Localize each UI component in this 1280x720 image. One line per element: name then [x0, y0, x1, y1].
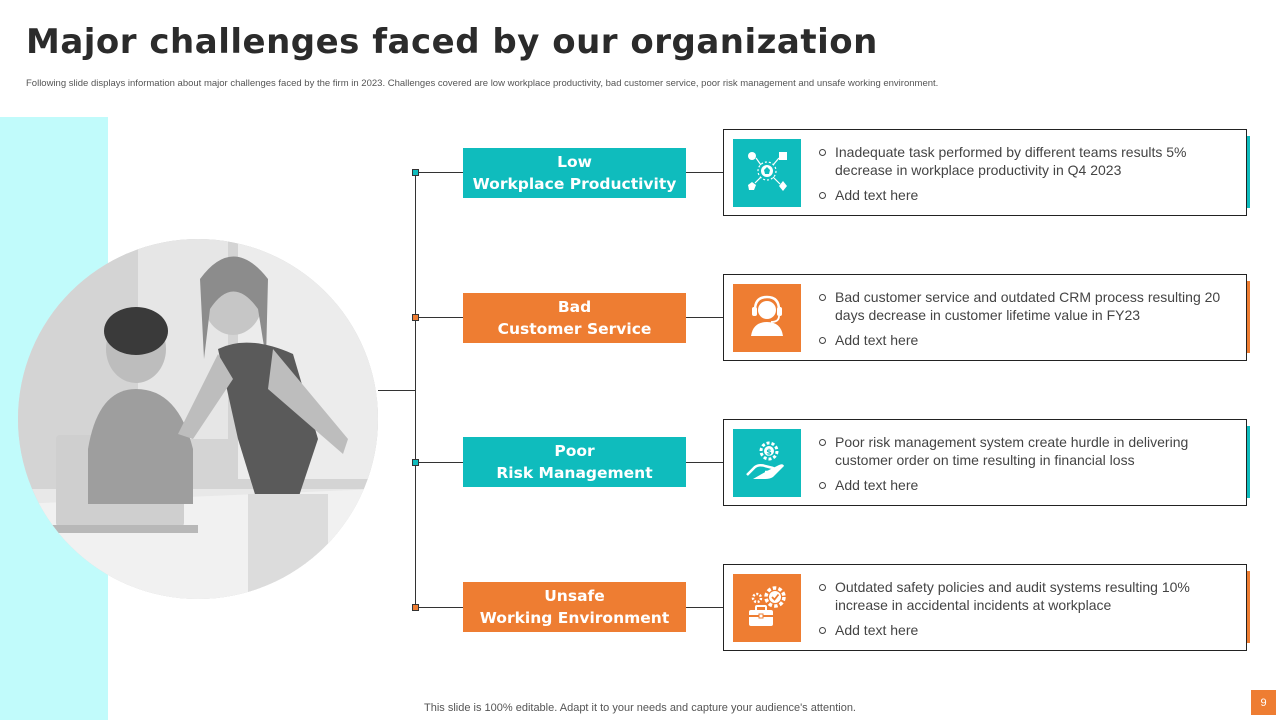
connector-line: [686, 317, 723, 318]
challenge-card: $ Poor risk management system create hur…: [723, 419, 1247, 506]
challenge-label-line1: Bad: [557, 298, 592, 316]
page-number: 9: [1251, 690, 1276, 715]
connector-line: [378, 390, 415, 391]
card-accent: [1246, 426, 1250, 498]
bullet-text: Poor risk management system create hurdl…: [819, 433, 1239, 469]
challenge-label-line1: Low: [557, 153, 592, 171]
challenge-label-customer-service: Bad Customer Service: [463, 293, 686, 343]
slide-title: Major challenges faced by our organizati…: [26, 22, 878, 62]
icon-tile: [733, 284, 801, 352]
bullet-text: Add text here: [819, 621, 1239, 639]
team-photo: [18, 239, 378, 599]
briefcase-gear-icon: [745, 584, 789, 633]
bullet-text: Add text here: [819, 476, 1239, 494]
hand-coin-gear-icon: $: [745, 439, 789, 488]
connector-line: [415, 317, 463, 318]
icon-tile: [733, 574, 801, 642]
challenge-label-line2: Risk Management: [496, 464, 653, 482]
bullet-text: Bad customer service and outdated CRM pr…: [819, 288, 1239, 324]
connector-line: [686, 462, 723, 463]
challenge-label-line2: Workplace Productivity: [472, 175, 677, 193]
bullet-text: Add text here: [819, 331, 1239, 349]
connector-node: [412, 314, 419, 321]
card-accent: [1246, 136, 1250, 208]
challenge-card: Bad customer service and outdated CRM pr…: [723, 274, 1247, 361]
connector-line: [686, 172, 723, 173]
icon-tile: [733, 139, 801, 207]
challenge-card: Inadequate task performed by different t…: [723, 129, 1247, 216]
challenge-label-productivity: Low Workplace Productivity: [463, 148, 686, 198]
challenge-label-line1: Unsafe: [544, 587, 605, 605]
challenge-label-risk-management: Poor Risk Management: [463, 437, 686, 487]
connector-line: [415, 172, 463, 173]
challenge-label-line2: Customer Service: [497, 320, 652, 338]
headset-agent-icon: [745, 294, 789, 343]
connector-line: [415, 607, 463, 608]
bullet-text: Add text here: [819, 186, 1239, 204]
challenge-label-working-environment: Unsafe Working Environment: [463, 582, 686, 632]
footer-note: This slide is 100% editable. Adapt it to…: [424, 702, 856, 714]
slide-subtitle: Following slide displays information abo…: [26, 78, 939, 89]
challenge-label-line1: Poor: [554, 442, 595, 460]
challenge-card: Outdated safety policies and audit syste…: [723, 564, 1247, 651]
card-accent: [1246, 571, 1250, 643]
connector-line: [686, 607, 723, 608]
connector-node: [412, 169, 419, 176]
connector-trunk: [415, 172, 416, 607]
icon-tile: $: [733, 429, 801, 497]
bullet-text: Inadequate task performed by different t…: [819, 143, 1239, 179]
connector-node: [412, 604, 419, 611]
svg-text:$: $: [766, 447, 772, 456]
bullet-text: Outdated safety policies and audit syste…: [819, 578, 1239, 614]
card-accent: [1246, 281, 1250, 353]
connector-node: [412, 459, 419, 466]
connector-line: [415, 462, 463, 463]
challenge-label-line2: Working Environment: [479, 609, 670, 627]
network-icon: [745, 149, 789, 198]
